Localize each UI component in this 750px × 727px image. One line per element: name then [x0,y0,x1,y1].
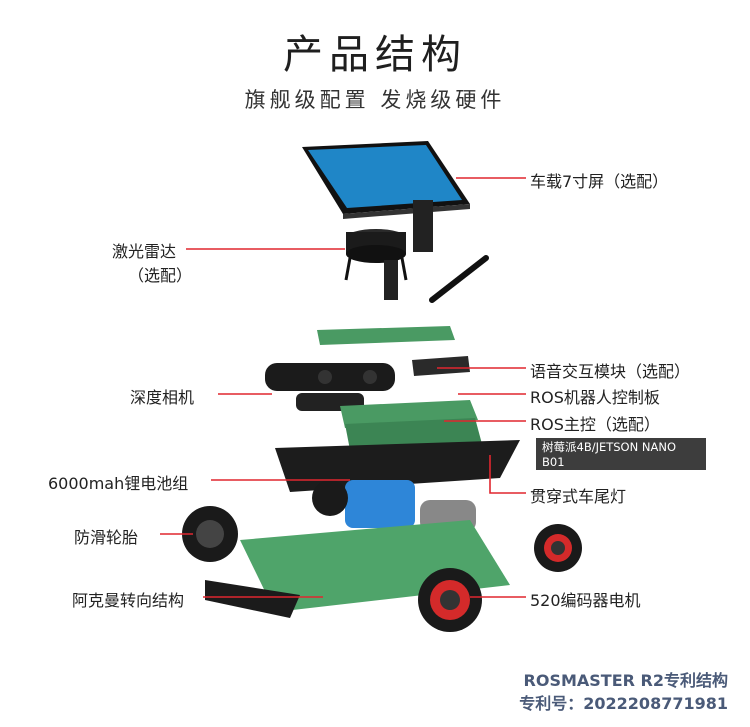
leader-lines [160,177,526,598]
badge-line1: 树莓派4B/JETSON NANO B01 [542,440,676,469]
lidar-illustration [344,229,408,300]
screen-illustration [302,141,470,219]
label-motor: 520编码器电机 [530,591,641,610]
front-right-wheel [312,480,348,516]
label-ros-master: ROS主控（选配） [530,415,660,434]
battery-illustration [345,480,415,528]
label-voice-module: 语音交互模块（选配） [530,362,691,381]
label-screen: 车载7寸屏（选配） [530,172,669,191]
label-ros-board: ROS机器人控制板 [530,388,660,407]
label-lidar-line1: 激光雷达 [112,242,177,261]
label-tire: 防滑轮胎 [74,528,139,547]
depth-camera-illustration [265,363,395,411]
footer-patent: 专利号：2022208771981 [519,694,728,713]
controller-options-badge: 树莓派4B/JETSON NANO B01 JETSON ORIN NANO/O… [536,438,706,499]
label-tail-light: 贯穿式车尾灯 [530,487,627,506]
page-title: 产品结构 [283,32,467,78]
front-left-wheel [182,506,238,562]
label-ackermann: 阿克曼转向结构 [72,591,185,610]
page-subtitle: 旗舰级配置 发烧级硬件 [244,88,506,112]
label-battery: 6000mah锂电池组 [48,474,189,493]
rear-left-wheel [418,568,482,632]
footer-model: ROSMASTER R2专利结构 [523,671,728,690]
label-depth-camera: 深度相机 [130,388,195,407]
rear-right-wheel [534,524,582,572]
badge-line2: JETSON ORIN NANO/ORIN NX [542,470,689,499]
label-lidar-line2: （选配） [128,266,193,285]
